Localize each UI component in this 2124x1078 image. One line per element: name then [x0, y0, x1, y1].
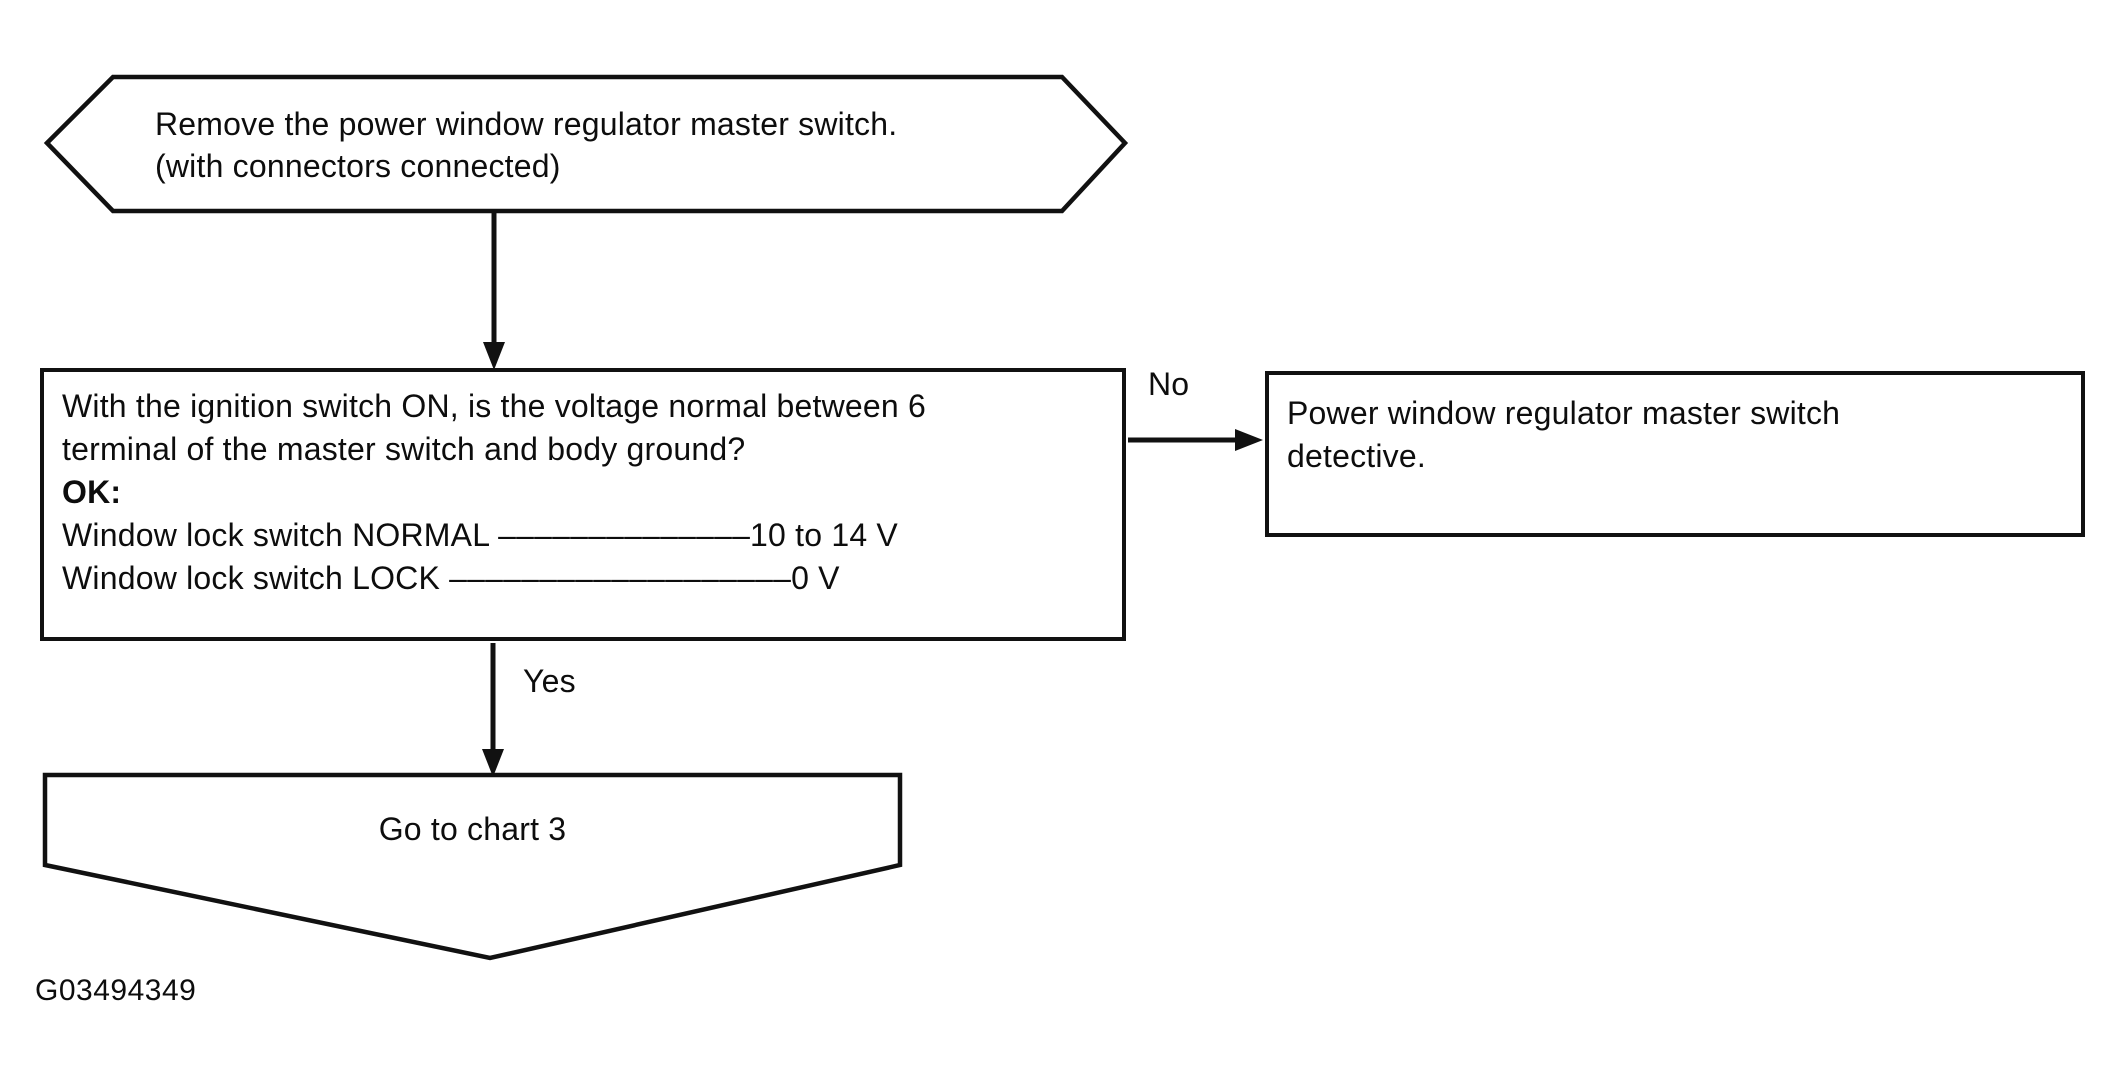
result-box — [1265, 371, 2085, 537]
arrowhead-down-icon — [482, 749, 504, 777]
start-line-1: Remove the power window regulator master… — [155, 106, 898, 142]
result-line-1: Power window regulator master switch — [1287, 395, 1841, 431]
start-terminator-shape — [43, 74, 1129, 214]
arrowhead-down-icon — [483, 342, 505, 370]
arrowhead-right-icon — [1235, 429, 1263, 451]
no-branch-label: No — [1148, 366, 1190, 402]
figure-id-label: G03494349 — [35, 974, 197, 1007]
decision-question-line-2: terminal of the master switch and body g… — [62, 431, 746, 467]
offpage-connector-text: Go to chart 3 — [378, 811, 567, 847]
result-line-2: detective. — [1287, 438, 1426, 474]
result-box-text: Power window regulator master switch det… — [1287, 392, 1840, 478]
connector-decision-to-result — [1128, 429, 1263, 451]
offpage-connector-shape — [42, 772, 903, 961]
connector-start-to-decision — [483, 213, 505, 370]
decision-condition-normal: Window lock switch NORMAL ––––––––––––––… — [62, 517, 898, 553]
start-line-2: (with connectors connected) — [155, 148, 561, 184]
decision-box — [40, 368, 1126, 641]
connector-decision-to-offpage — [482, 643, 504, 777]
yes-branch-label: Yes — [523, 663, 576, 699]
decision-condition-lock: Window lock switch LOCK ––––––––––––––––… — [62, 560, 840, 596]
start-node-text: Remove the power window regulator master… — [155, 103, 897, 187]
decision-ok-label: OK: — [62, 474, 122, 510]
decision-box-text: With the ignition switch ON, is the volt… — [62, 385, 926, 600]
decision-question-line-1: With the ignition switch ON, is the volt… — [62, 388, 926, 424]
